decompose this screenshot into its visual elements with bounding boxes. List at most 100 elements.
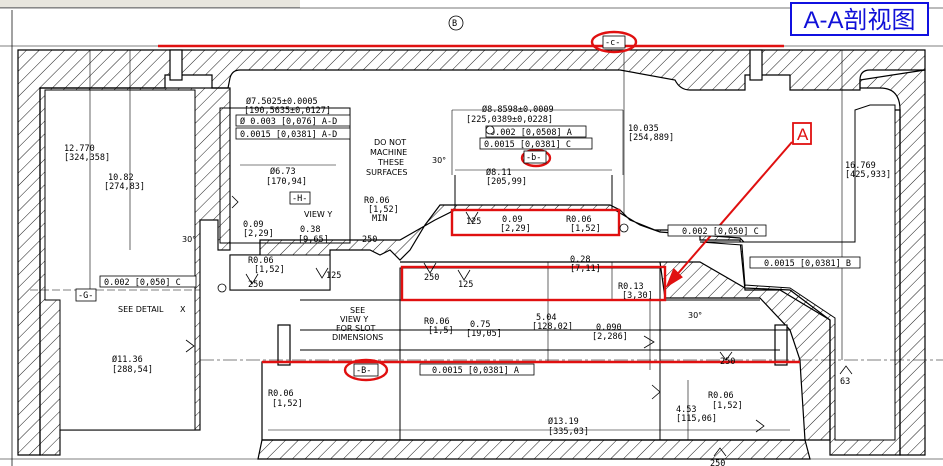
dim-h3: 10.035 bbox=[628, 124, 659, 134]
dim-dep7: 0.090 bbox=[596, 323, 622, 333]
dim-r5: R0.06 bbox=[424, 317, 450, 327]
fcf-d1-1: Ø 0.003 [0,076] A-D bbox=[240, 116, 337, 127]
dim-h4: 16.769 bbox=[845, 161, 876, 171]
note-see-detail: SEE DETAIL bbox=[118, 305, 164, 314]
dim-d5-metric: [288,54] bbox=[112, 365, 153, 375]
dim-dep6: 5.04 bbox=[536, 313, 556, 323]
finish-250-a: 250 bbox=[248, 280, 263, 290]
dim-r3: R0.06 bbox=[248, 256, 274, 266]
view-marker: B bbox=[452, 19, 457, 29]
note-detail-x: X bbox=[180, 305, 186, 314]
outline-lines bbox=[219, 107, 790, 440]
dimension-texts: Ø7.5025±0.0005 [190,5635±0,0127] Ø 0.003… bbox=[64, 96, 891, 437]
view-marker-circle bbox=[448, 15, 464, 31]
dim-r3-metric: [1,52] bbox=[254, 265, 285, 275]
dim-h4-metric: [425,933] bbox=[845, 170, 891, 180]
dim-dep5: 0.75 bbox=[470, 320, 490, 330]
fcf-d2-2: 0.0015 [0,0381] C bbox=[484, 140, 571, 150]
dim-r4-metric: [3,30] bbox=[622, 291, 653, 301]
dim-h3-metric: [254,889] bbox=[628, 133, 674, 143]
datum-G: -G- bbox=[78, 291, 93, 301]
dim-dep8: 4.53 bbox=[676, 405, 696, 415]
callout-box bbox=[792, 122, 812, 145]
dim-d6-metric: [335,03] bbox=[548, 427, 589, 437]
finish-labels: 250 250 125 125 250 250 63 250 125 bbox=[248, 217, 850, 466]
fcf-frames bbox=[99, 114, 861, 376]
dim-r1-metric: [1,52] bbox=[368, 205, 399, 215]
note-no-machine-1: DO NOT bbox=[374, 138, 406, 147]
note-no-machine-4: SURFACES bbox=[366, 168, 407, 177]
fcf-right-1: 0.002 [0,050] C bbox=[682, 227, 759, 237]
note-angle-top: 30° bbox=[432, 156, 446, 165]
dim-dep2-metric: [9,65] bbox=[298, 235, 329, 245]
dim-d3: Ø8.11 bbox=[486, 167, 512, 178]
dim-d1-metric: [190,5635±0,0127] bbox=[244, 106, 331, 116]
dim-d2: Ø8.8598±0.0009 bbox=[482, 104, 554, 115]
datum-labels bbox=[75, 35, 626, 377]
datum-B: -B- bbox=[356, 366, 371, 376]
dim-r7-metric: [1,52] bbox=[712, 401, 743, 411]
dim-dep6-metric: [128,02] bbox=[532, 322, 573, 332]
dim-d5: Ø11.36 bbox=[112, 354, 143, 365]
dim-r1: R0.06 bbox=[364, 196, 390, 206]
dim-r1-min: MIN bbox=[372, 214, 387, 224]
view-title: A-A剖视图 bbox=[790, 2, 929, 36]
notes: DO NOT MACHINE THESE SURFACES VIEW Y SEE… bbox=[118, 138, 702, 342]
dim-h2-metric: [274,83] bbox=[104, 182, 145, 192]
note-angle-left: 30° bbox=[182, 235, 196, 244]
note-view-y: VIEW Y bbox=[304, 210, 332, 219]
finish-symbols bbox=[185, 195, 853, 457]
fcf-d2-1: 0.002 [0,0508] A bbox=[490, 128, 572, 138]
note-see-view-1: SEE bbox=[350, 306, 365, 315]
dim-d6: Ø13.19 bbox=[548, 416, 579, 427]
dim-dep1-metric: [2,29] bbox=[243, 229, 274, 239]
dim-dep4: 0.28 bbox=[570, 255, 590, 265]
dim-h2: 10.82 bbox=[108, 173, 134, 183]
note-angle-right: 30° bbox=[688, 311, 702, 320]
callout-letter: A bbox=[797, 125, 809, 144]
dim-d4-metric: [170,94] bbox=[266, 177, 307, 187]
dim-dep4-metric: [7,11] bbox=[570, 264, 601, 274]
cavity bbox=[44, 89, 896, 441]
marker-circles bbox=[217, 125, 629, 293]
finish-125-a: 125 bbox=[458, 280, 473, 290]
dim-dep5-metric: [19,05] bbox=[466, 329, 502, 339]
dim-dep7-metric: [2,286] bbox=[592, 332, 628, 342]
dim-dep8-metric: [115,06] bbox=[676, 414, 717, 424]
dim-h1: 12.770 bbox=[64, 144, 95, 154]
finish-250-b: 250 bbox=[424, 273, 439, 283]
finish-125-c: 125 bbox=[466, 217, 481, 227]
note-no-machine-3: THESE bbox=[377, 158, 404, 167]
fcf-right-2: 0.0015 [0,0381] B bbox=[764, 259, 851, 269]
finish-250-d: 250 bbox=[710, 459, 725, 466]
dim-dep2: 0.38 bbox=[300, 225, 320, 235]
finish-125-b: 125 bbox=[326, 271, 341, 281]
note-see-view-2: VIEW Y bbox=[340, 315, 368, 324]
dim-h1-metric: [324,358] bbox=[64, 153, 110, 163]
dim-r4: R0.13 bbox=[618, 282, 644, 292]
dim-r5-metric: [1,5] bbox=[428, 326, 454, 336]
dim-r6-metric: [1,52] bbox=[272, 399, 303, 409]
dim-d1: Ø7.5025±0.0005 bbox=[246, 96, 318, 107]
finish-250-e: 250 bbox=[720, 357, 735, 367]
red-markup bbox=[158, 30, 800, 382]
dim-dep1: 0.09 bbox=[243, 220, 263, 230]
dim-d2-metric: [225,0389±0,0228] bbox=[466, 115, 553, 125]
datum-c: -c- bbox=[605, 38, 620, 48]
datum-H: -H- bbox=[292, 194, 307, 204]
dim-r6: R0.06 bbox=[268, 389, 294, 399]
dim-dep3-metric: [2,29] bbox=[500, 224, 531, 234]
note-see-view-4: DIMENSIONS bbox=[332, 333, 383, 342]
finish-63: 63 bbox=[840, 377, 850, 387]
dim-r2-metric: [1,52] bbox=[570, 224, 601, 234]
fcf-left: 0.002 [0,050] C bbox=[104, 278, 181, 288]
finish-250-c: 250 bbox=[362, 235, 377, 245]
dim-r7: R0.06 bbox=[708, 391, 734, 401]
note-no-machine-2: MACHINE bbox=[370, 148, 407, 157]
dim-dep3: 0.09 bbox=[502, 215, 522, 225]
fcf-d1-2: 0.0015 [0,0381] A-D bbox=[240, 130, 337, 140]
note-see-view-3: FOR SLOT bbox=[336, 324, 376, 333]
dim-d3-metric: [205,99] bbox=[486, 177, 527, 187]
